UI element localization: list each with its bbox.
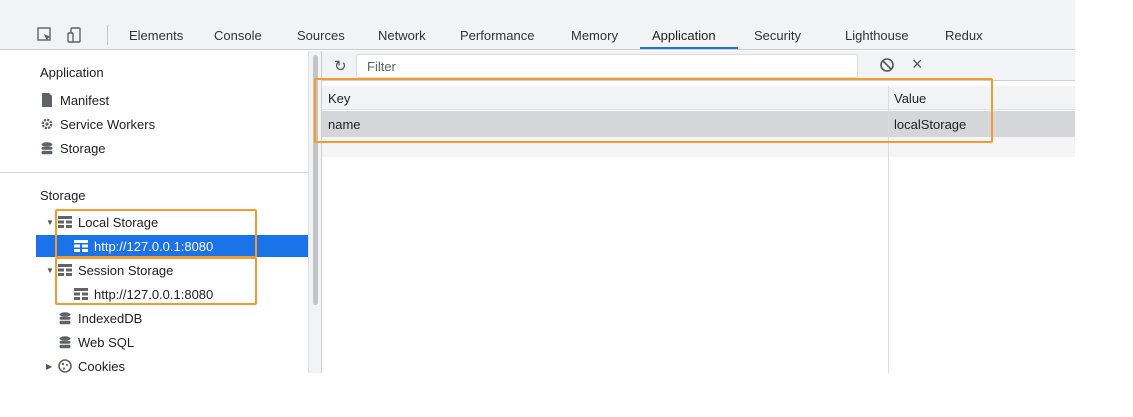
gear-icon [40, 117, 54, 131]
tab-memory[interactable]: Memory [571, 28, 618, 43]
cell-value: localStorage [894, 117, 967, 132]
delete-selected-icon[interactable]: × [912, 54, 923, 74]
expand-triangle-icon[interactable]: ▼ [46, 266, 54, 275]
filter-toolbar: ↻ × [322, 51, 1075, 81]
table-grid-icon [74, 239, 88, 253]
inspect-element-icon[interactable] [36, 26, 54, 44]
toolbar-separator [107, 25, 108, 45]
sidebar-item-local-storage[interactable]: Local Storage [58, 211, 308, 233]
database-icon [40, 141, 54, 155]
table-grid-icon [58, 263, 72, 277]
scrollbar-thumb[interactable] [313, 55, 318, 305]
table-grid-icon [58, 215, 72, 229]
sidebar-item-label: Manifest [60, 92, 110, 108]
tab-elements[interactable]: Elements [129, 28, 184, 43]
database-icon [58, 335, 72, 349]
tab-redux[interactable]: Redux [945, 28, 983, 43]
clear-all-icon[interactable] [879, 57, 895, 76]
tab-security[interactable]: Security [754, 28, 801, 43]
storage-section-header: Storage [40, 188, 86, 203]
collapse-triangle-icon[interactable]: ▶ [46, 362, 53, 371]
sidebar-divider [0, 172, 308, 173]
sidebar-item-storage[interactable]: Storage [40, 137, 308, 159]
sidebar-item-session-storage-origin[interactable]: http://127.0.0.1:8080 [74, 283, 308, 305]
cookie-icon [58, 359, 72, 373]
sidebar-item-cookies[interactable]: Cookies [58, 355, 308, 373]
table-grid-icon [74, 287, 88, 301]
application-sidebar: Application Manifest Service Workers Sto… [0, 51, 308, 373]
tab-performance[interactable]: Performance [460, 28, 535, 43]
file-icon [40, 93, 54, 107]
sidebar-item-local-storage-origin[interactable]: http://127.0.0.1:8080 [36, 235, 308, 257]
sidebar-item-label: Web SQL [78, 334, 135, 350]
tab-network[interactable]: Network [378, 28, 426, 43]
sidebar-item-session-storage[interactable]: Session Storage [58, 259, 308, 281]
table-header: Key Value [322, 86, 1075, 110]
sidebar-item-label: Service Workers [60, 116, 156, 132]
sidebar-item-label: Session Storage [78, 262, 174, 278]
tab-lighthouse[interactable]: Lighthouse [845, 28, 909, 43]
table-row[interactable]: name localStorage [322, 111, 1075, 137]
active-tab-indicator [640, 47, 738, 49]
storage-viewer: ↻ × Key Value name localStorage [322, 51, 1075, 373]
tab-console[interactable]: Console [214, 28, 262, 43]
sidebar-item-manifest[interactable]: Manifest [40, 89, 308, 111]
sidebar-item-label: IndexedDB [78, 310, 143, 326]
sidebar-item-label: Storage [60, 140, 106, 156]
sidebar-item-label: http://127.0.0.1:8080 [94, 286, 214, 302]
sidebar-item-label: Local Storage [78, 214, 159, 230]
filter-input[interactable] [356, 54, 858, 78]
sidebar-item-web-sql[interactable]: Web SQL [58, 331, 308, 353]
sidebar-item-label: Cookies [78, 358, 125, 374]
sidebar-scrollbar[interactable] [308, 51, 322, 373]
devtools-toolbar: Elements Console Sources Network Perform… [0, 0, 1075, 50]
expand-triangle-icon[interactable]: ▼ [46, 218, 54, 227]
column-divider[interactable] [888, 86, 889, 373]
sidebar-item-indexeddb[interactable]: IndexedDB [58, 307, 308, 329]
sidebar-item-service-workers[interactable]: Service Workers [40, 113, 308, 135]
tab-sources[interactable]: Sources [297, 28, 345, 43]
refresh-icon[interactable]: ↻ [334, 58, 347, 75]
sidebar-item-label: http://127.0.0.1:8080 [94, 238, 214, 254]
empty-row [322, 137, 1075, 157]
column-header-key[interactable]: Key [328, 91, 351, 106]
application-section-header: Application [40, 65, 104, 80]
tab-application[interactable]: Application [652, 28, 716, 43]
column-header-value[interactable]: Value [894, 91, 927, 106]
database-icon [58, 311, 72, 325]
device-toolbar-icon[interactable] [66, 26, 84, 44]
cell-key: name [328, 117, 361, 132]
